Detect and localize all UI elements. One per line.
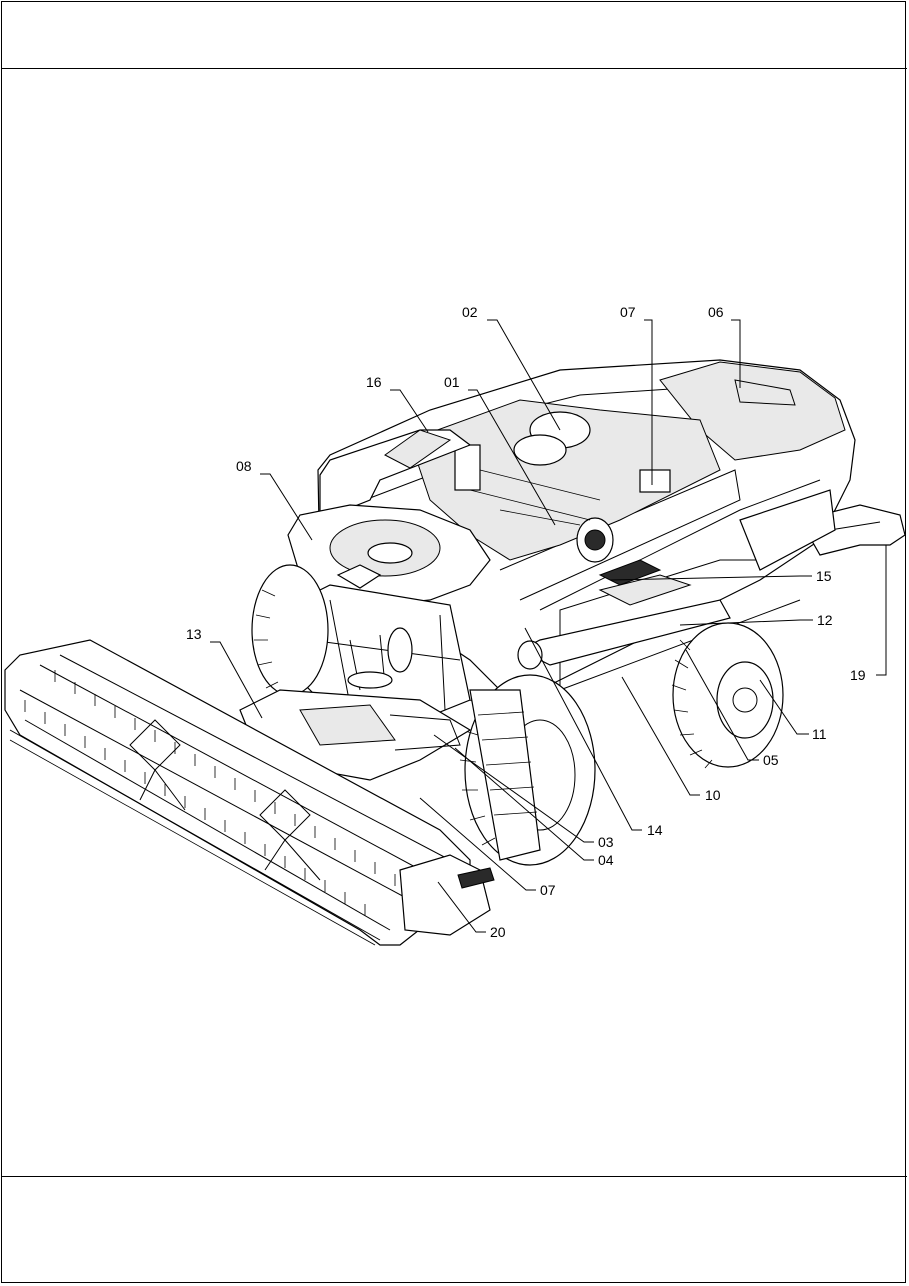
header-platform <box>4 639 495 946</box>
callout-12: 12 <box>817 612 833 628</box>
callout-07-top: 07 <box>620 304 636 320</box>
callout-02: 02 <box>462 304 478 320</box>
callout-13: 13 <box>186 626 202 642</box>
leader-lines <box>210 319 887 933</box>
callout-05: 05 <box>763 752 779 768</box>
callout-06: 06 <box>708 304 724 320</box>
callout-20: 20 <box>490 924 506 940</box>
callout-14: 14 <box>647 822 663 838</box>
callout-labels: 02 07 06 16 01 08 15 12 19 13 11 05 10 1… <box>186 304 866 940</box>
callout-08: 10 <box>705 787 721 803</box>
callout-03: 03 <box>598 834 614 850</box>
footer-divider <box>1 1176 907 1177</box>
callout-10: 08 <box>236 458 252 474</box>
callout-16: 16 <box>366 374 382 390</box>
harvester-body <box>239 359 906 866</box>
callout-15: 15 <box>816 568 832 584</box>
callout-07-bottom: 07 <box>540 882 556 898</box>
header-divider <box>1 68 907 69</box>
callout-04: 04 <box>598 852 614 868</box>
callout-01: 01 <box>444 374 460 390</box>
callout-19: 19 <box>850 667 866 683</box>
callout-11: 11 <box>812 726 827 742</box>
